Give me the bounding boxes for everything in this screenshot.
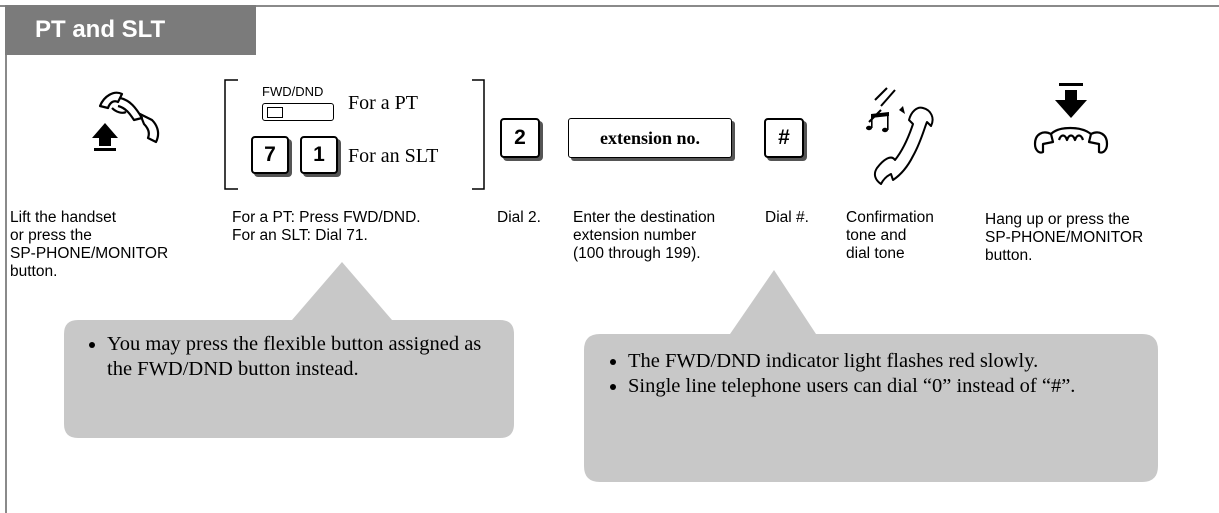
dialhash-caption: Dial #. — [765, 209, 809, 226]
right-note-item-1: The FWD/DND indicator light flashes red … — [628, 349, 1148, 374]
fwd-dnd-label: FWD/DND — [262, 84, 324, 99]
for-pt-label: For a PT — [348, 92, 418, 114]
key-1: 1 — [300, 136, 338, 174]
confirmation-tone-icon — [866, 87, 934, 185]
extension-no-box: extension no. — [568, 118, 732, 158]
fwd-caption-1: For a PT: Press FWD/DND. — [232, 209, 421, 226]
enter-caption-1: Enter the destination — [573, 209, 716, 226]
right-note: The FWD/DND indicator light flashes red … — [608, 349, 1148, 399]
key-7: 7 — [251, 136, 289, 174]
left-note-item: You may press the flexible button assign… — [107, 332, 497, 382]
confirm-caption-1: Confirmation — [846, 209, 934, 226]
frame-left-border — [5, 5, 7, 513]
hang-caption-3: button. — [985, 247, 1033, 264]
section-title: PT and SLT — [5, 5, 256, 55]
left-note: You may press the flexible button assign… — [87, 332, 497, 382]
confirm-caption-2: tone and — [846, 227, 907, 244]
enter-caption-3: (100 through 199). — [573, 245, 701, 262]
lift-caption-2: or press the — [10, 227, 92, 244]
key-2: 2 — [500, 118, 540, 158]
hang-caption-1: Hang up or press the — [985, 211, 1130, 228]
hang-caption-2: SP-PHONE/MONITOR — [985, 229, 1144, 246]
fwd-dnd-key — [262, 103, 334, 121]
lift-caption-4: button. — [10, 263, 58, 280]
lift-caption-1: Lift the handset — [10, 209, 116, 226]
key-hash: # — [764, 118, 804, 158]
bracket-group — [224, 79, 485, 190]
right-note-item-2: Single line telephone users can dial “0”… — [628, 374, 1148, 399]
confirm-caption-3: dial tone — [846, 245, 905, 262]
for-slt-label: For an SLT — [348, 145, 439, 167]
hang-up-icon — [1033, 83, 1109, 154]
lift-caption-3: SP-PHONE/MONITOR — [10, 245, 169, 262]
enter-caption-2: extension number — [573, 227, 697, 244]
dial2-caption: Dial 2. — [497, 209, 541, 226]
frame-top-border — [0, 5, 1219, 7]
fwd-caption-2: For an SLT: Dial 71. — [232, 227, 368, 244]
lift-handset-icon — [92, 91, 160, 151]
